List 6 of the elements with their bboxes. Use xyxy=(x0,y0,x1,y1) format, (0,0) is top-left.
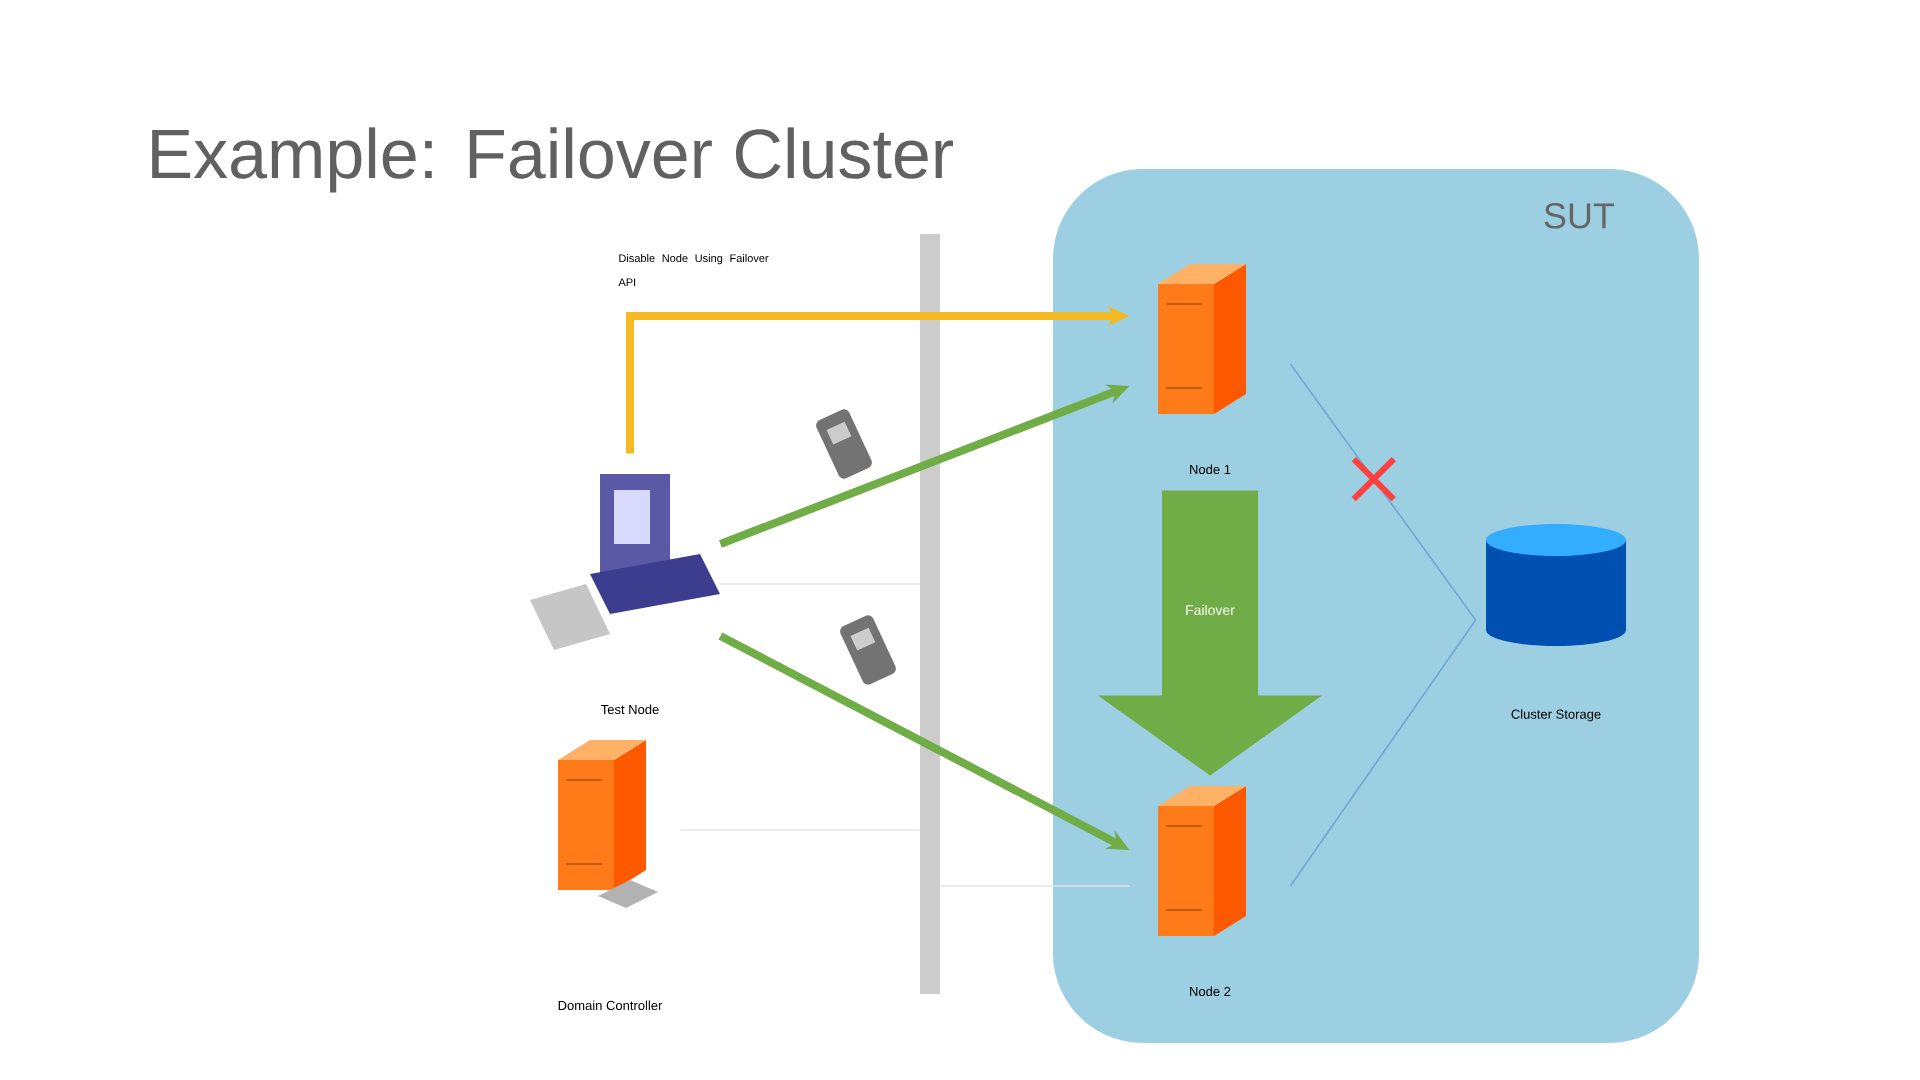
connector-line xyxy=(939,885,1131,887)
slide-title: Example: Failover Cluster xyxy=(152,127,953,193)
block-arrow xyxy=(1098,490,1322,776)
network-bar xyxy=(920,234,940,994)
connector-line xyxy=(1289,619,1477,887)
connector-line xyxy=(1289,363,1477,621)
